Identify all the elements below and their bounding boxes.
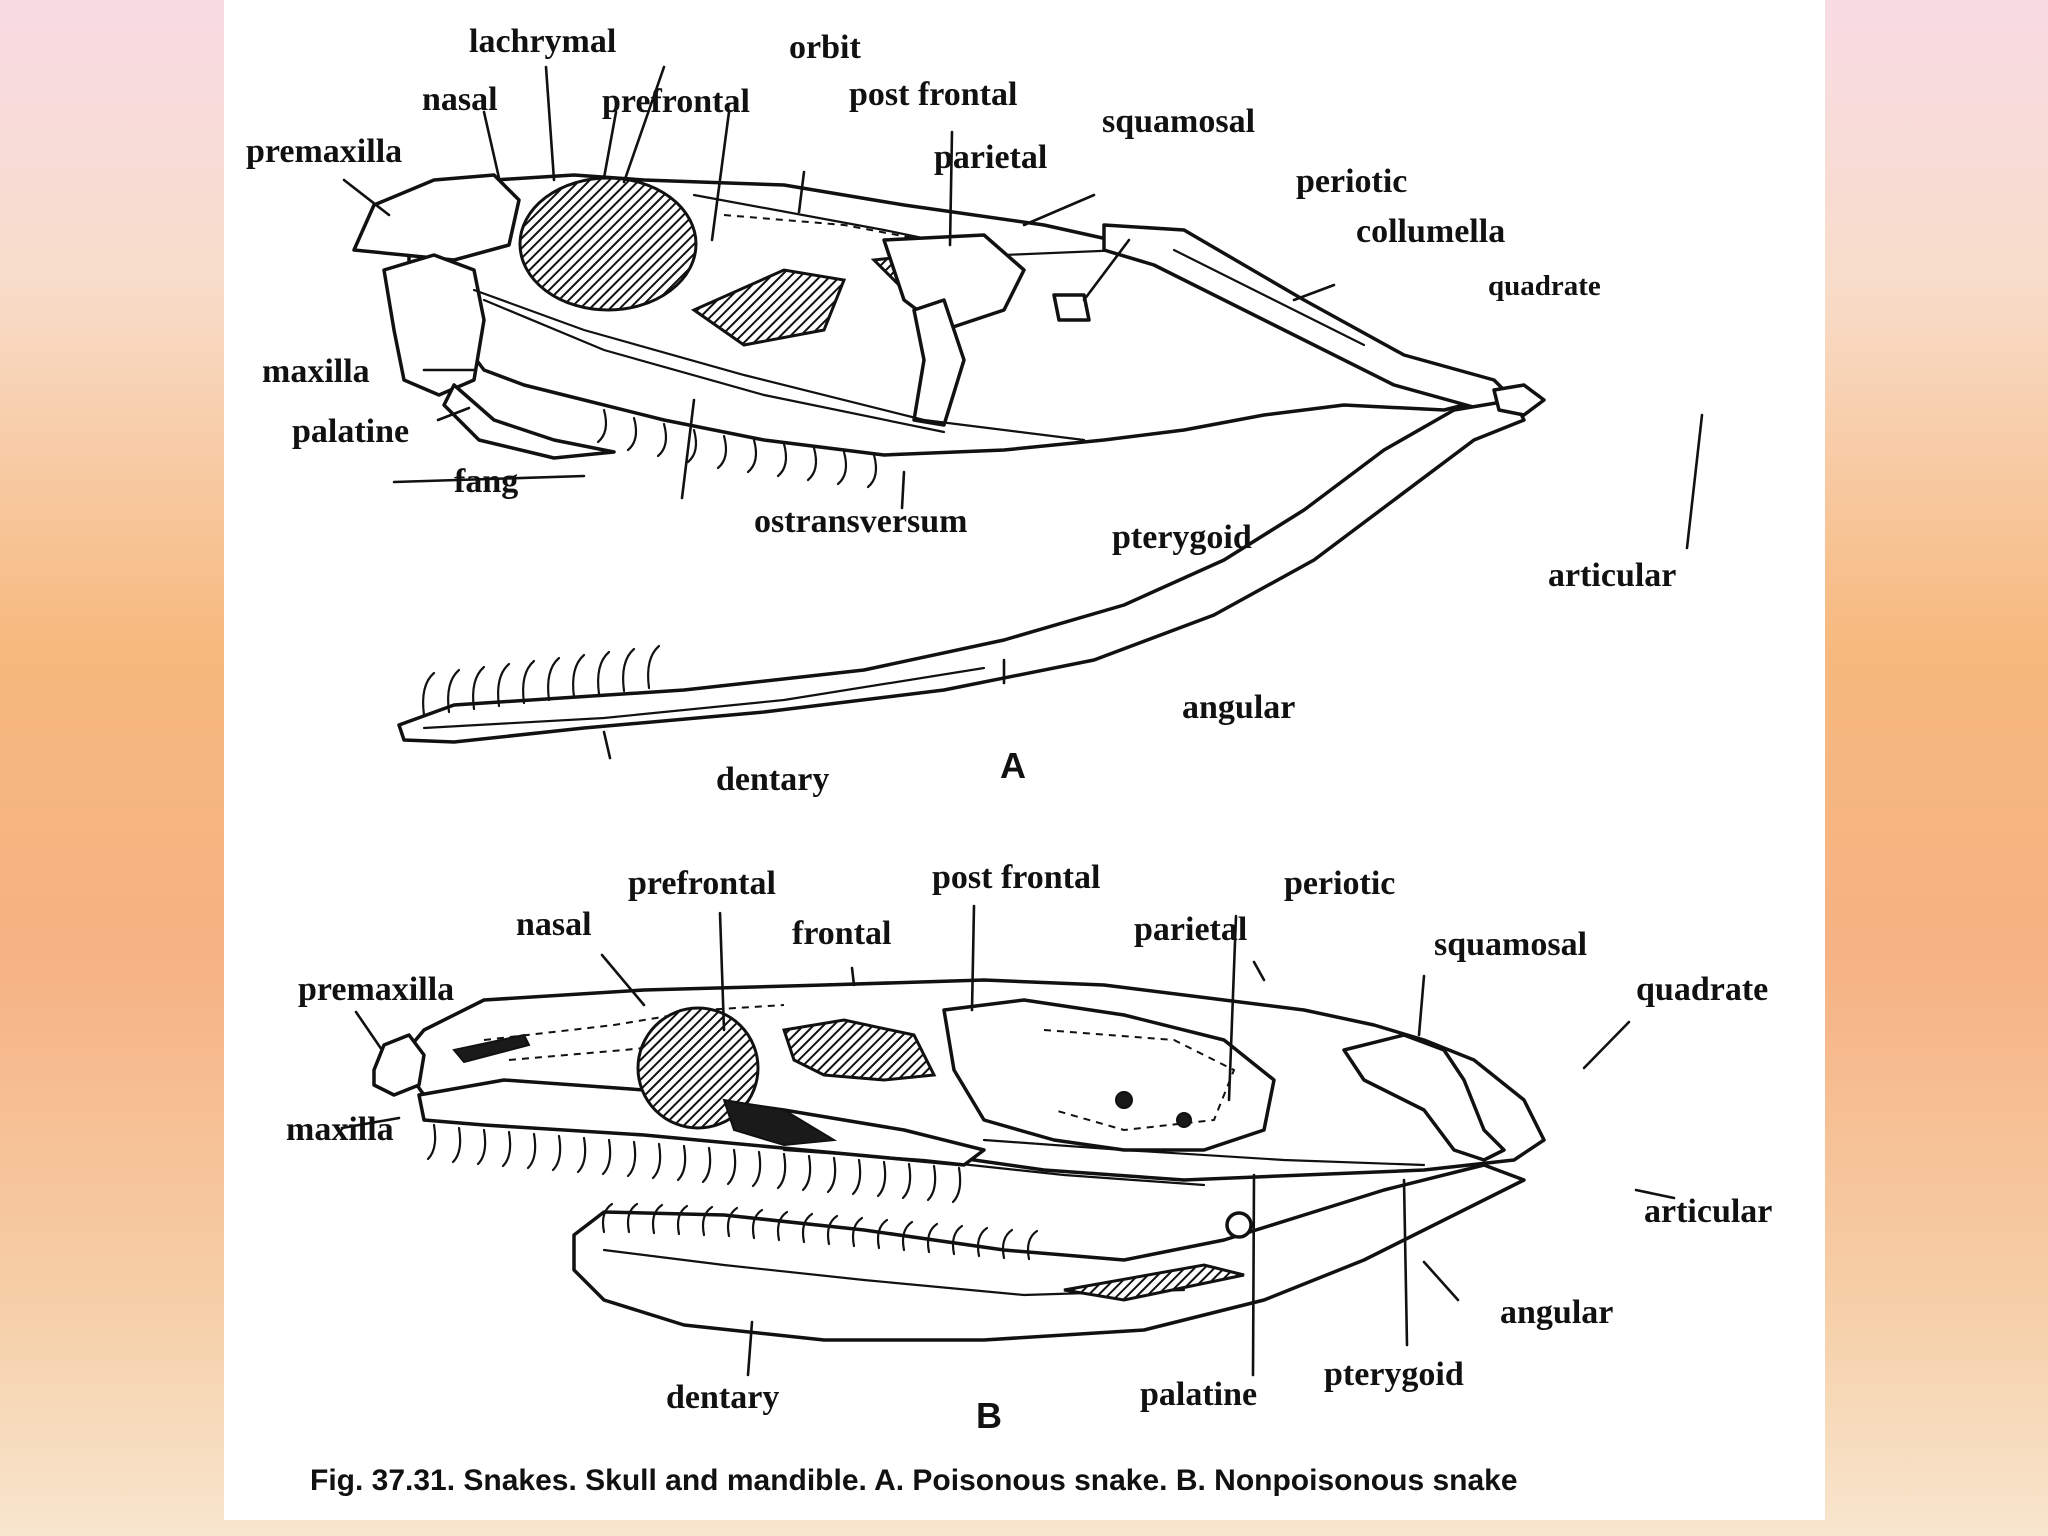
label-b-periotic: periotic [1284,865,1395,902]
figure-panel: lachrymal orbit nasal prefrontal post fr… [224,0,1825,1520]
panel-letter-a: A [1000,745,1026,786]
label-b-pterygoid: pterygoid [1324,1356,1464,1393]
leader-lines-b [340,904,1676,1377]
label-a-articular: articular [1548,557,1676,594]
label-b-quadrate: quadrate [1636,971,1768,1008]
label-a-dentary: dentary [716,761,829,798]
label-a-premaxilla: premaxilla [246,133,402,170]
label-b-premaxilla: premaxilla [298,971,454,1008]
label-a-parietal: parietal [934,139,1047,176]
label-a-squamosal: squamosal [1102,103,1255,140]
label-a-prefrontal: prefrontal [602,83,750,120]
label-a-pterygoid: pterygoid [1112,519,1252,556]
label-a-maxilla: maxilla [262,353,370,390]
labels-b: prefrontal post frontal periotic nasal f… [286,859,1772,1436]
label-b-squamosal: squamosal [1434,926,1587,963]
label-a-post-frontal: post frontal [849,76,1017,113]
label-a-angular: angular [1182,689,1295,726]
labels-a: lachrymal orbit nasal prefrontal post fr… [246,23,1676,798]
figure-caption: Fig. 37.31. Snakes. Skull and mandible. … [310,1464,1518,1497]
label-a-fang: fang [454,463,518,500]
label-a-nasal: nasal [422,81,498,118]
label-a-lachrymal: lachrymal [469,23,616,60]
skull-b-drawing [372,978,1546,1342]
label-a-quadrate: quadrate [1488,270,1601,302]
leader-lines-a [342,65,1704,760]
label-b-parietal: parietal [1134,911,1247,948]
label-b-nasal: nasal [516,906,592,943]
label-a-orbit: orbit [789,29,861,66]
label-b-maxilla: maxilla [286,1111,394,1148]
label-a-collumella: collumella [1356,213,1505,250]
label-a-ostransversum: ostransversum [754,503,967,540]
label-b-dentary: dentary [666,1379,779,1416]
label-b-frontal: frontal [792,915,891,952]
skull-a-drawing [352,173,1546,744]
label-a-palatine: palatine [292,413,409,450]
label-b-angular: angular [1500,1294,1613,1331]
snake-skull-diagram: lachrymal orbit nasal prefrontal post fr… [246,23,1772,1497]
label-b-palatine: palatine [1140,1376,1257,1413]
panel-letter-b: B [976,1395,1002,1436]
label-b-articular: articular [1644,1193,1772,1230]
label-a-periotic: periotic [1296,163,1407,200]
label-b-post-frontal: post frontal [932,859,1100,896]
label-b-prefrontal: prefrontal [628,865,776,902]
